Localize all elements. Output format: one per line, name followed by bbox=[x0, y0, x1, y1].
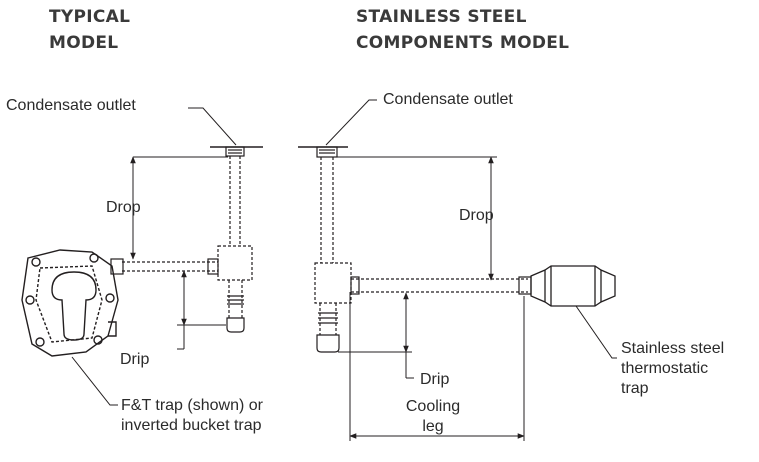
ft-trap-label-line-2: inverted bucket trap bbox=[121, 417, 262, 434]
typical-piping bbox=[110, 146, 263, 333]
typical-heading-line-1: TYPICAL bbox=[49, 7, 131, 27]
cooling-leg-label-line-2: leg bbox=[422, 418, 444, 435]
typical-leaders bbox=[71, 107, 237, 406]
thermostatic-trap-body bbox=[530, 265, 616, 307]
typical-drip-label: Drip bbox=[120, 351, 150, 368]
stainless-drip-label: Drip bbox=[420, 371, 450, 388]
stainless-dimensions bbox=[337, 156, 525, 441]
cooling-leg-label: Cooling leg bbox=[396, 397, 470, 437]
typical-drop-label: Drop bbox=[106, 199, 141, 216]
stainless-model-heading: STAINLESS STEEL COMPONENTS MODEL bbox=[356, 4, 656, 56]
typical-condensate-outlet-label: Condensate outlet bbox=[6, 97, 136, 114]
typical-model-heading: TYPICAL MODEL bbox=[49, 4, 249, 56]
thermostatic-trap-label-line-2: thermostatic bbox=[621, 360, 709, 377]
ft-trap-label-line-1: F&T trap (shown) or bbox=[121, 397, 263, 414]
stainless-tee bbox=[314, 262, 352, 304]
thermostatic-trap-leader bbox=[575, 305, 617, 359]
stainless-leaders bbox=[325, 99, 617, 359]
stainless-heading-line-1: STAINLESS STEEL bbox=[356, 7, 527, 27]
stainless-piping bbox=[298, 146, 532, 353]
stainless-outlet-leader bbox=[325, 99, 377, 146]
thermostatic-trap-label-line-1: Stainless steel bbox=[621, 340, 725, 357]
stainless-drop-label: Drop bbox=[459, 207, 494, 224]
typical-union bbox=[110, 258, 124, 275]
ft-trap-body bbox=[21, 249, 119, 357]
stainless-heading-line-2: COMPONENTS MODEL bbox=[356, 33, 570, 53]
ft-trap-label: F&T trap (shown) or inverted bucket trap bbox=[121, 396, 321, 436]
stainless-drip-cap bbox=[316, 334, 340, 353]
typical-dimensions bbox=[130, 156, 228, 350]
stainless-top-fitting bbox=[316, 146, 338, 158]
typical-drip-cap bbox=[226, 317, 245, 333]
stainless-condensate-outlet-label: Condensate outlet bbox=[383, 91, 513, 108]
cooling-leg-label-line-1: Cooling bbox=[405, 398, 461, 415]
typical-heading-line-2: MODEL bbox=[49, 33, 119, 53]
typical-outlet-leader bbox=[188, 107, 237, 146]
thermostatic-trap-label: Stainless steel thermostatic trap bbox=[621, 339, 751, 399]
thermostatic-trap-label-line-3: trap bbox=[621, 380, 649, 397]
typical-top-fitting bbox=[225, 146, 245, 157]
typical-tee bbox=[217, 245, 253, 281]
ft-trap-leader bbox=[71, 356, 118, 406]
